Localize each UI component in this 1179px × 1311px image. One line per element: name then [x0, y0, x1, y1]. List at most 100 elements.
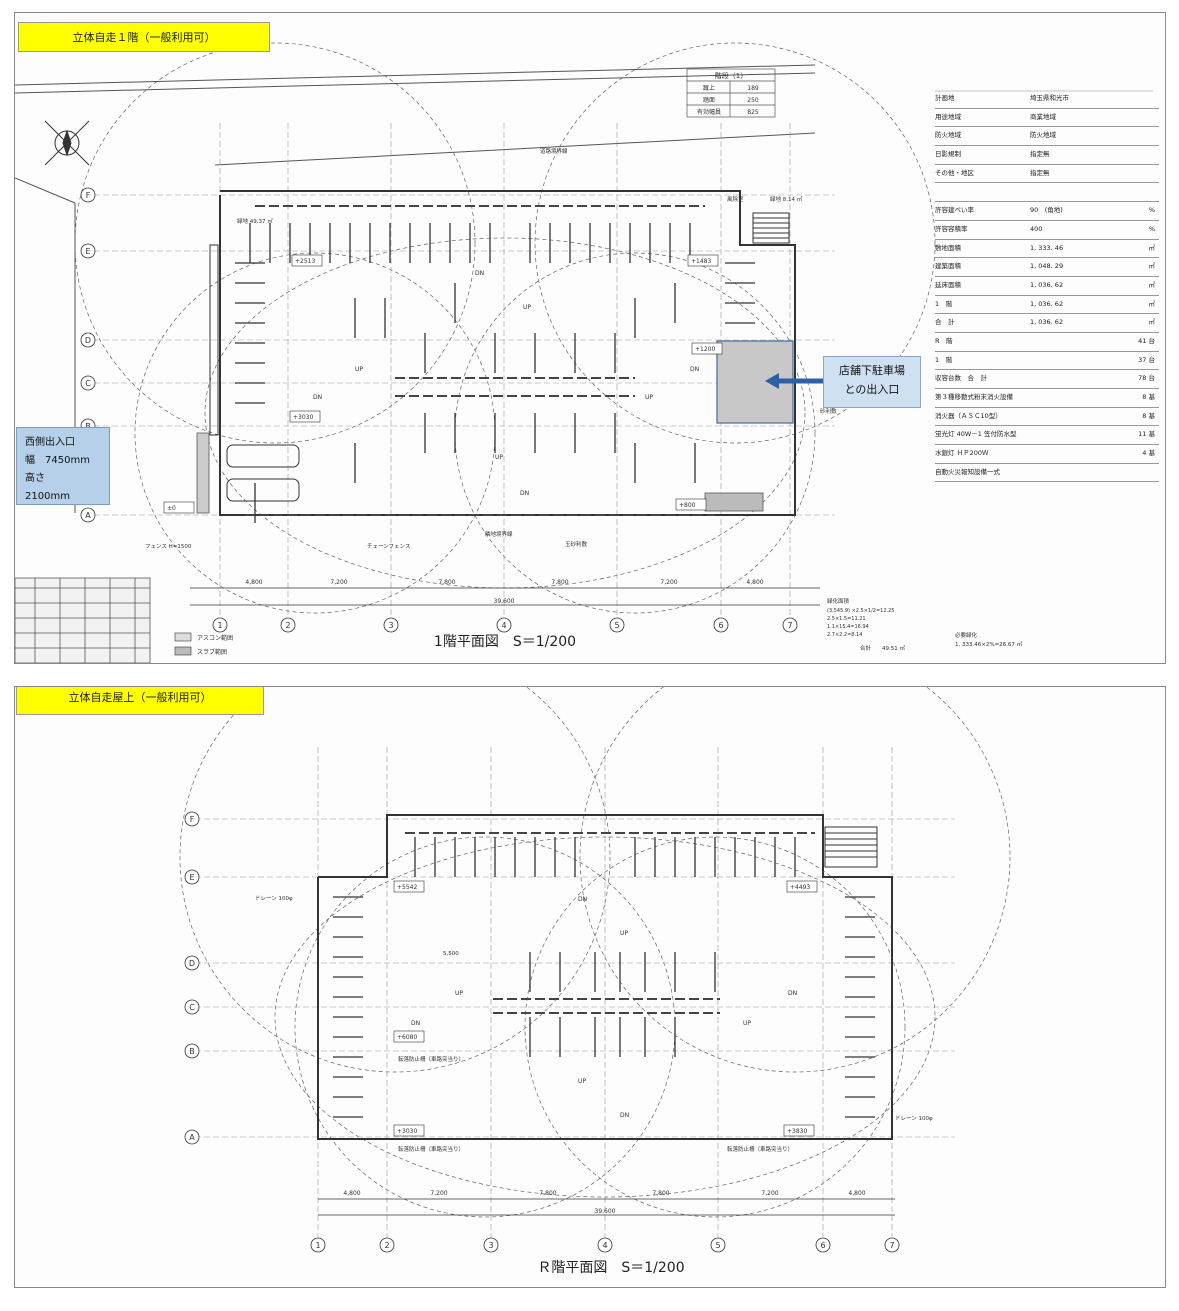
- info-key: 敷地面積: [935, 243, 961, 252]
- info-key: 消火器（ＡＳＣ10型）: [935, 411, 1002, 420]
- parking-stalls: [235, 223, 755, 523]
- parking-stalls: [333, 837, 875, 1118]
- plan-note: チェーンフェンス: [367, 543, 410, 550]
- info-key: 1 階: [935, 299, 953, 308]
- ramp-direction: UP: [743, 1020, 751, 1027]
- info-key: 許容容積率: [935, 224, 968, 233]
- green-area-line: 2.7×2.2=8.14: [827, 632, 862, 638]
- info-unit: 37 台: [1138, 355, 1155, 364]
- ramp-direction: UP: [620, 930, 628, 937]
- row-label-marker: [80, 375, 96, 391]
- column-label-marker: [379, 1237, 395, 1253]
- column-label: 6: [820, 1241, 825, 1250]
- info-row: 日影規制指定無: [935, 146, 1159, 165]
- dimension-value: 7,800: [438, 579, 455, 586]
- info-value: [1030, 183, 1125, 201]
- row-label: E: [85, 247, 90, 256]
- west-entrance-height-label: 高さ: [25, 473, 45, 484]
- plan-note: 緑地 49.37 ㎡: [237, 217, 273, 225]
- plan-note: 転落防止柵（車路突当り）: [398, 1055, 464, 1063]
- dimension-value: 4,800: [245, 579, 262, 586]
- level-mark: +3830: [787, 1128, 807, 1135]
- store-entrance-line1: 店舗下駐車場: [839, 364, 905, 377]
- info-key: 合 計: [935, 318, 955, 327]
- info-value: 商業地域: [1030, 112, 1056, 121]
- north-arrow-icon: [44, 120, 90, 166]
- column-label-marker: [710, 1237, 726, 1253]
- building-outline: [209, 190, 796, 516]
- level-mark-box: [783, 1124, 815, 1137]
- level-mark-box: [393, 1124, 425, 1137]
- info-unit: 78 台: [1138, 374, 1155, 383]
- legend-swatch: [174, 632, 192, 642]
- info-key: 計画地: [935, 94, 955, 102]
- dimension-lines: [190, 587, 820, 606]
- info-key: 建築面積: [935, 262, 961, 271]
- green-area-line: (3,545.9) ×2.5×1/2=12.25: [827, 608, 894, 614]
- column-label-marker: [280, 617, 296, 633]
- column-label-marker: [483, 1237, 499, 1253]
- ground-floor-label: 立体自走１階（一般利用可）: [18, 22, 270, 52]
- row-label: C: [85, 379, 91, 388]
- info-value: [1030, 464, 1125, 482]
- ground-floor-labels: 1234567FEDCBA4,8007,2007,8007,8007,2004,…: [80, 147, 1023, 656]
- column-label: 5: [614, 621, 619, 630]
- level-mark-box: [687, 254, 719, 267]
- plan-note: 転落防止柵（車路突当り）: [727, 1145, 793, 1153]
- info-unit: ㎡: [1148, 262, 1156, 271]
- level-mark-box: [691, 342, 723, 355]
- plan-note: 緑地 8.14 ㎡: [770, 195, 803, 203]
- column-label: 2: [285, 621, 290, 630]
- info-unit: 41 台: [1138, 336, 1155, 345]
- level-mark: +6080: [397, 1034, 417, 1041]
- required-green-calc: 1, 333.46×2%=26.67 ㎡: [955, 640, 1023, 648]
- row-label: A: [189, 1133, 195, 1142]
- info-value: 1, 036. 62: [1030, 318, 1064, 327]
- info-unit: 11 基: [1138, 430, 1155, 439]
- legend-label: アスコン範囲: [197, 634, 233, 642]
- info-key: 許容建ぺい率: [935, 206, 974, 215]
- info-value: [1030, 352, 1125, 370]
- info-unit: ㎡: [1148, 280, 1156, 289]
- dimension-value: 7,800: [652, 1190, 669, 1197]
- level-mark: +800: [679, 502, 696, 509]
- rooftop-plan-title: Ｒ階平面図 S＝1/200: [537, 1260, 684, 1276]
- info-unit: [1125, 90, 1155, 108]
- plan-note: 砂利敷: [820, 407, 837, 415]
- column-label: 7: [787, 621, 792, 630]
- level-mark-box: [289, 410, 321, 423]
- dimension-lines: [318, 1198, 895, 1216]
- row-label-marker: [184, 1129, 200, 1145]
- level-mark: +2513: [295, 258, 315, 265]
- info-key: 延床面積: [935, 280, 961, 289]
- row-label: C: [189, 1003, 195, 1012]
- level-mark: +3030: [397, 1128, 417, 1135]
- ramp-direction: UP: [355, 366, 363, 373]
- turning-circles: [74, 42, 936, 614]
- info-row: 用途地域商業地域: [935, 109, 1159, 128]
- info-unit: 8 基: [1142, 411, 1155, 420]
- ramp-direction: DN: [520, 490, 529, 497]
- row-label: D: [189, 959, 195, 968]
- row-label: D: [85, 336, 91, 345]
- plan-note: 玉砂利敷: [565, 540, 588, 548]
- arc-radius: 5,500: [443, 951, 459, 957]
- dimension-value: 7,200: [330, 579, 347, 586]
- row-label-marker: [80, 332, 96, 348]
- column-label-marker: [609, 617, 625, 633]
- info-key: 第３種移動式粉末消火設備: [935, 393, 1013, 401]
- stairs-table-value: 189: [747, 85, 759, 92]
- level-mark: ±0: [167, 505, 176, 512]
- info-value: 90 (角地): [1030, 206, 1063, 215]
- total-dimension: 39,600: [494, 598, 515, 605]
- dimension-value: 7,200: [430, 1190, 447, 1197]
- legend-swatch: [174, 646, 192, 656]
- ground-floor-plan-title: 1階平面図 S＝1/200: [434, 634, 576, 650]
- info-unit: ㎡: [1148, 318, 1156, 327]
- level-mark-box: [393, 880, 425, 893]
- parked-cars: [226, 444, 300, 502]
